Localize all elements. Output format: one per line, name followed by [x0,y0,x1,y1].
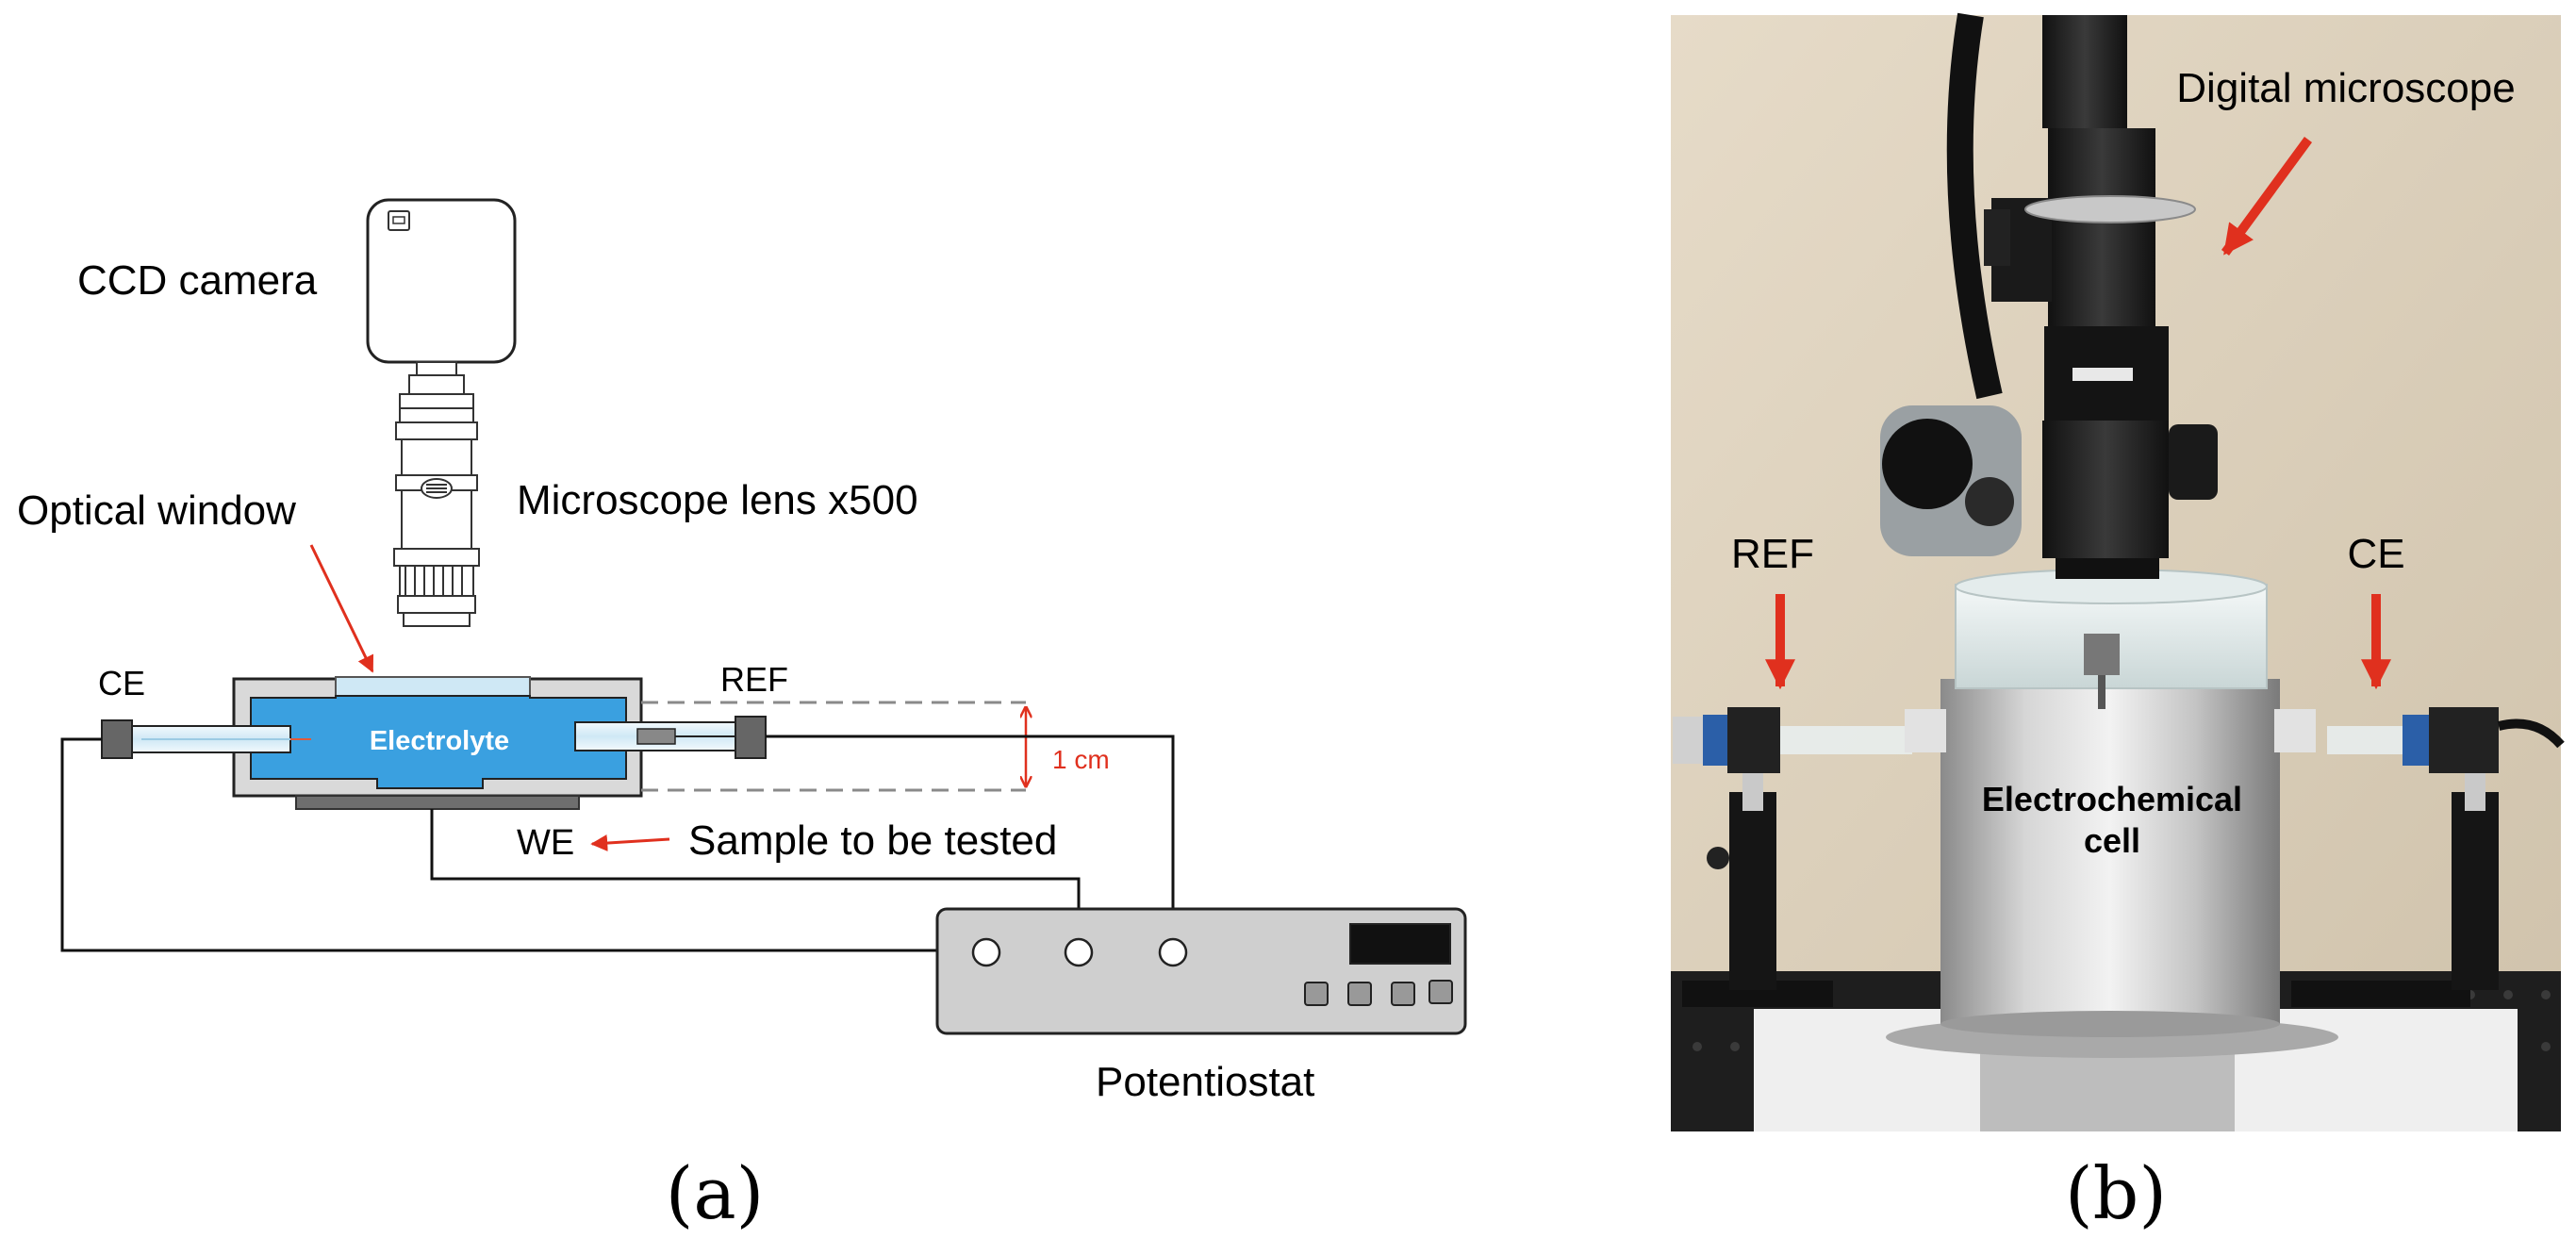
dimension-label: 1 cm [1052,745,1110,774]
cell-schematic [232,676,643,810]
potentiostat-port-1 [971,937,1001,967]
ce-electrode-tube [101,719,311,759]
microscope-lens [393,374,480,627]
cell-label-line2: cell [2084,821,2140,860]
ref-electrode-tube [574,716,767,759]
potentiostat-display [1349,923,1451,965]
we-label: WE [517,823,574,863]
right-stand [2291,754,2499,1007]
ce-connector [2327,707,2565,773]
electrochemical-cell-body [1940,679,2280,1024]
sample-arrow [590,834,670,851]
ce-label-a: CE [98,664,145,702]
ref-connector [1673,707,1912,773]
wire-ref [766,735,1175,939]
ccd-camera [366,198,517,376]
ref-label-b: REF [1731,531,1814,577]
optical-window-label: Optical window [17,487,296,534]
microscope-lens-label: Microscope lens x500 [517,477,918,523]
potentiostat-port-2 [1064,937,1094,967]
potentiostat-label: Potentiostat [1096,1059,1314,1105]
ref-label-a: REF [720,660,788,699]
sample-label: Sample to be tested [688,817,1057,864]
panel-b-caption: (b) [2065,1151,2167,1235]
microscope-arrow [2221,137,2313,256]
panel-a-caption: (a) [666,1151,765,1235]
wire-ce [60,737,975,952]
electrolyte-label: Electrolyte [370,726,509,756]
panel-a-schematic: CCD camera Microscope lens [17,198,1467,1235]
optical-window [335,676,531,699]
digital-microscope-label: Digital microscope [2176,65,2515,111]
potentiostat-port-3 [1158,937,1188,967]
potentiostat [935,907,1467,1035]
working-electrode-sample [295,795,580,810]
cell-label-line1: Electrochemical [1982,780,2242,818]
electrolyte-region [250,695,627,789]
panel-b-photo: Digital microscope REF CE Electrochemica… [1671,12,2565,1235]
ccd-camera-label: CCD camera [77,257,318,304]
optical-window-arrow [309,544,374,673]
digital-microscope [1880,12,2218,579]
ce-label-b: CE [2347,531,2404,577]
